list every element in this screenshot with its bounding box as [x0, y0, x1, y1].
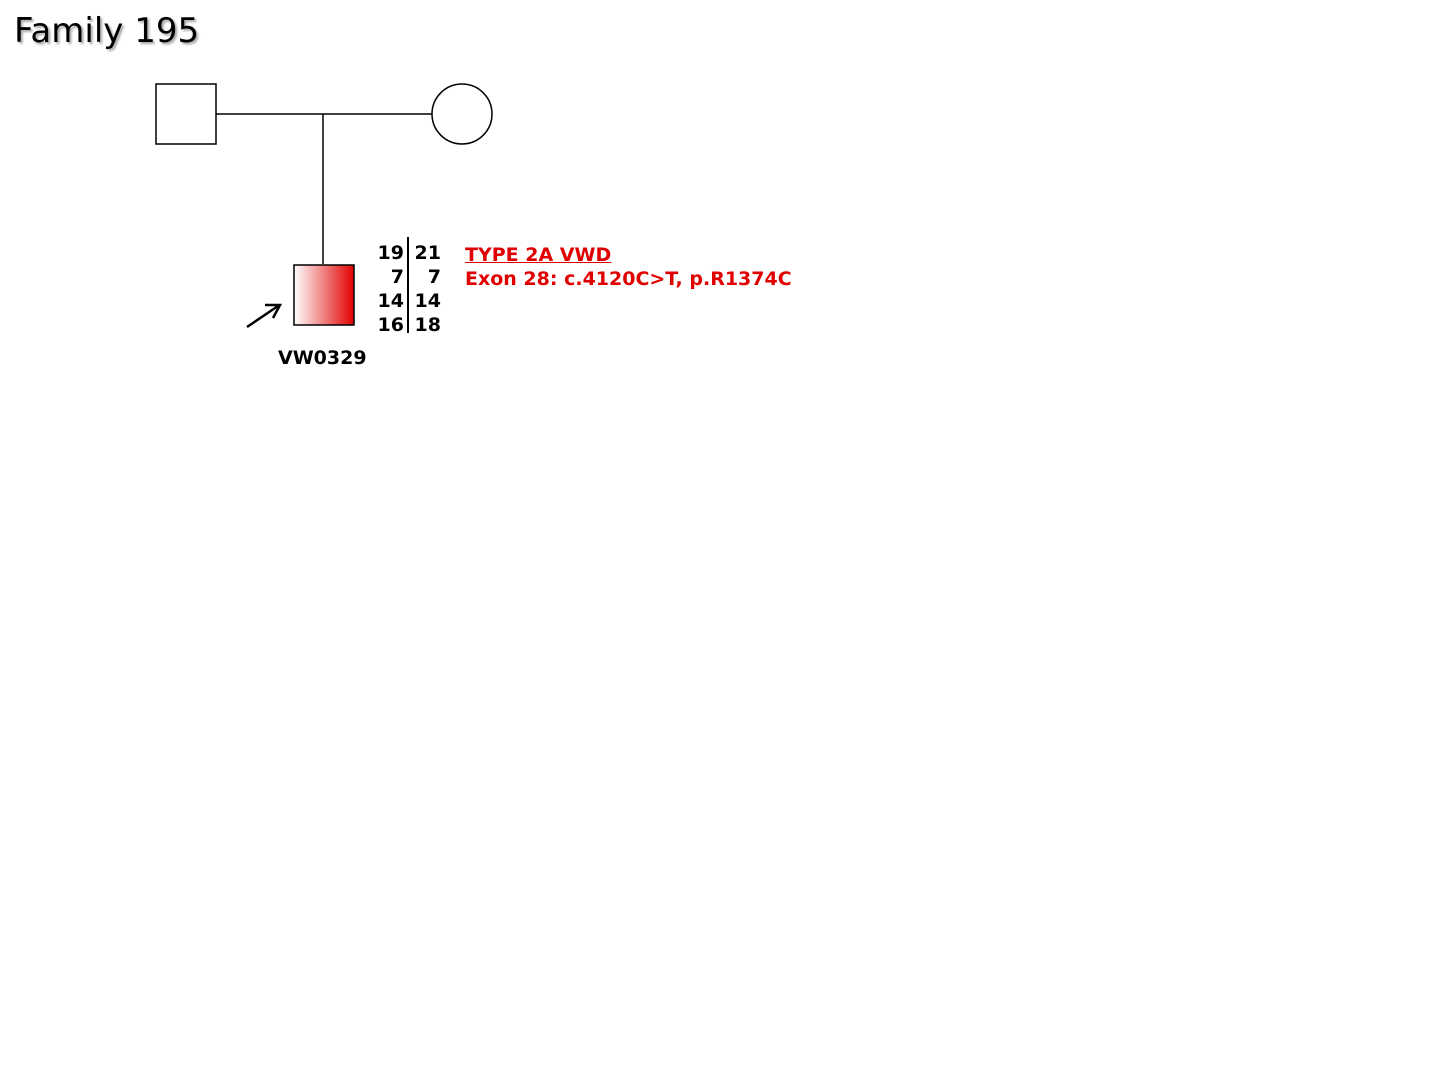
- proband-symbol[interactable]: [293, 264, 355, 326]
- proband-id-label: VW0329: [278, 347, 367, 369]
- haplotype-row: 7 7: [370, 265, 450, 289]
- haplotype-divider: [407, 237, 409, 333]
- haplotype-right-allele: 7: [427, 266, 441, 288]
- mutation-label: Exon 28: c.4120C>T, p.R1374C: [465, 268, 792, 290]
- haplotype-left-allele: 16: [377, 314, 404, 336]
- haplotype-right-allele: 14: [414, 290, 441, 312]
- diagnosis-label: TYPE 2A VWD: [465, 244, 612, 266]
- haplotype-row: 14 14: [370, 289, 450, 313]
- page-title: Family 195: [14, 11, 200, 51]
- proband-arrow-icon: [246, 303, 283, 329]
- haplotype-right-allele: 18: [414, 314, 441, 336]
- mother-symbol[interactable]: [431, 83, 493, 145]
- haplotype-left-allele: 19: [377, 242, 404, 264]
- haplotype-table: 19 21 7 7 14 14 16 18: [370, 237, 450, 337]
- haplotype-row: 19 21: [370, 241, 450, 265]
- mutation-annotation: TYPE 2A VWD Exon 28: c.4120C>T, p.R1374C: [465, 243, 792, 291]
- haplotype-row: 16 18: [370, 313, 450, 337]
- haplotype-right-allele: 21: [414, 242, 441, 264]
- haplotype-left-allele: 14: [377, 290, 404, 312]
- father-symbol[interactable]: [155, 83, 217, 145]
- haplotype-left-allele: 7: [390, 266, 404, 288]
